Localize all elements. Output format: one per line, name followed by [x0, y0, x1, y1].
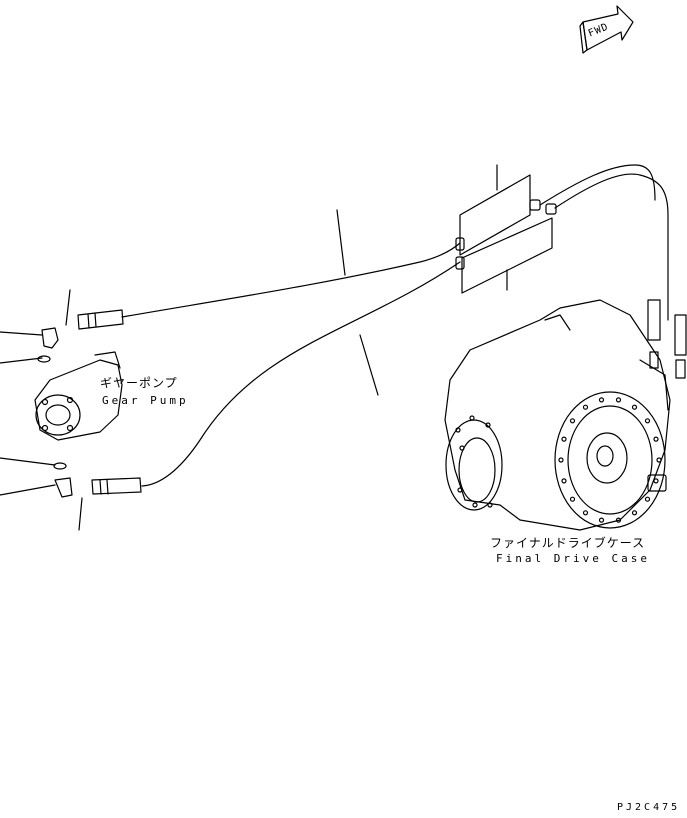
final-drive-label-jp: ファイナルドライブケース: [490, 536, 646, 550]
leader-line: [0, 484, 56, 496]
leader-line: [0, 331, 43, 336]
leader-line: [359, 334, 379, 396]
hose-end-upper: [77, 309, 124, 330]
hose-fitting: [455, 199, 557, 270]
rear-hose: [554, 173, 669, 321]
bolt-hole: [653, 478, 659, 484]
bolt-hole: [455, 427, 461, 433]
upper-hose: [121, 242, 461, 318]
bolt-hole: [631, 510, 638, 516]
bolt-hole: [472, 502, 478, 508]
bolt-hole: [615, 397, 622, 403]
gear-pump-label-en: Gear Pump: [102, 394, 189, 407]
leader-line: [0, 357, 43, 364]
bolt-hole: [558, 457, 564, 463]
bolt-hole: [582, 510, 589, 516]
hose-end-lower: [91, 477, 142, 495]
bolt-hole: [644, 418, 651, 424]
bolt-hole: [561, 478, 567, 484]
bolt-hole: [615, 517, 622, 523]
bolt-hole: [487, 502, 493, 508]
elbow-fitting: [37, 327, 73, 498]
bolt-hole: [598, 397, 605, 403]
flange-bolt-holes: [455, 397, 662, 523]
rear-hose-b: [539, 164, 656, 206]
drawing-code: PJ2C475: [617, 802, 681, 813]
bolt-hole: [569, 418, 576, 424]
bolt-hole: [582, 404, 589, 410]
leader-line: [0, 457, 56, 466]
bolt-hole: [457, 487, 463, 493]
leader-line: [65, 289, 71, 326]
bolt-hole: [561, 436, 567, 442]
bolt-hole: [631, 404, 638, 410]
bolt-hole: [469, 415, 475, 421]
bolt-hole: [569, 496, 576, 502]
final-drive-case: [444, 299, 671, 531]
bolt-hole: [653, 436, 659, 442]
upper-hose-b: [141, 261, 461, 487]
fwd-arrow-icon: [579, 5, 634, 54]
gear-pump: [34, 351, 123, 441]
gear-pump-label-jp: ギヤーポンプ: [100, 376, 178, 390]
leader-line: [336, 209, 346, 276]
bolt-hole: [459, 445, 465, 451]
bolt-hole: [656, 457, 662, 463]
bolt-hole: [644, 496, 651, 502]
bolt-hole: [485, 422, 491, 428]
bolt-hole: [598, 517, 605, 523]
clamp-plate: [459, 164, 553, 294]
leader-line: [78, 497, 83, 531]
final-drive-label-en: Final Drive Case: [496, 552, 650, 565]
vertical-fitting: [647, 299, 687, 379]
